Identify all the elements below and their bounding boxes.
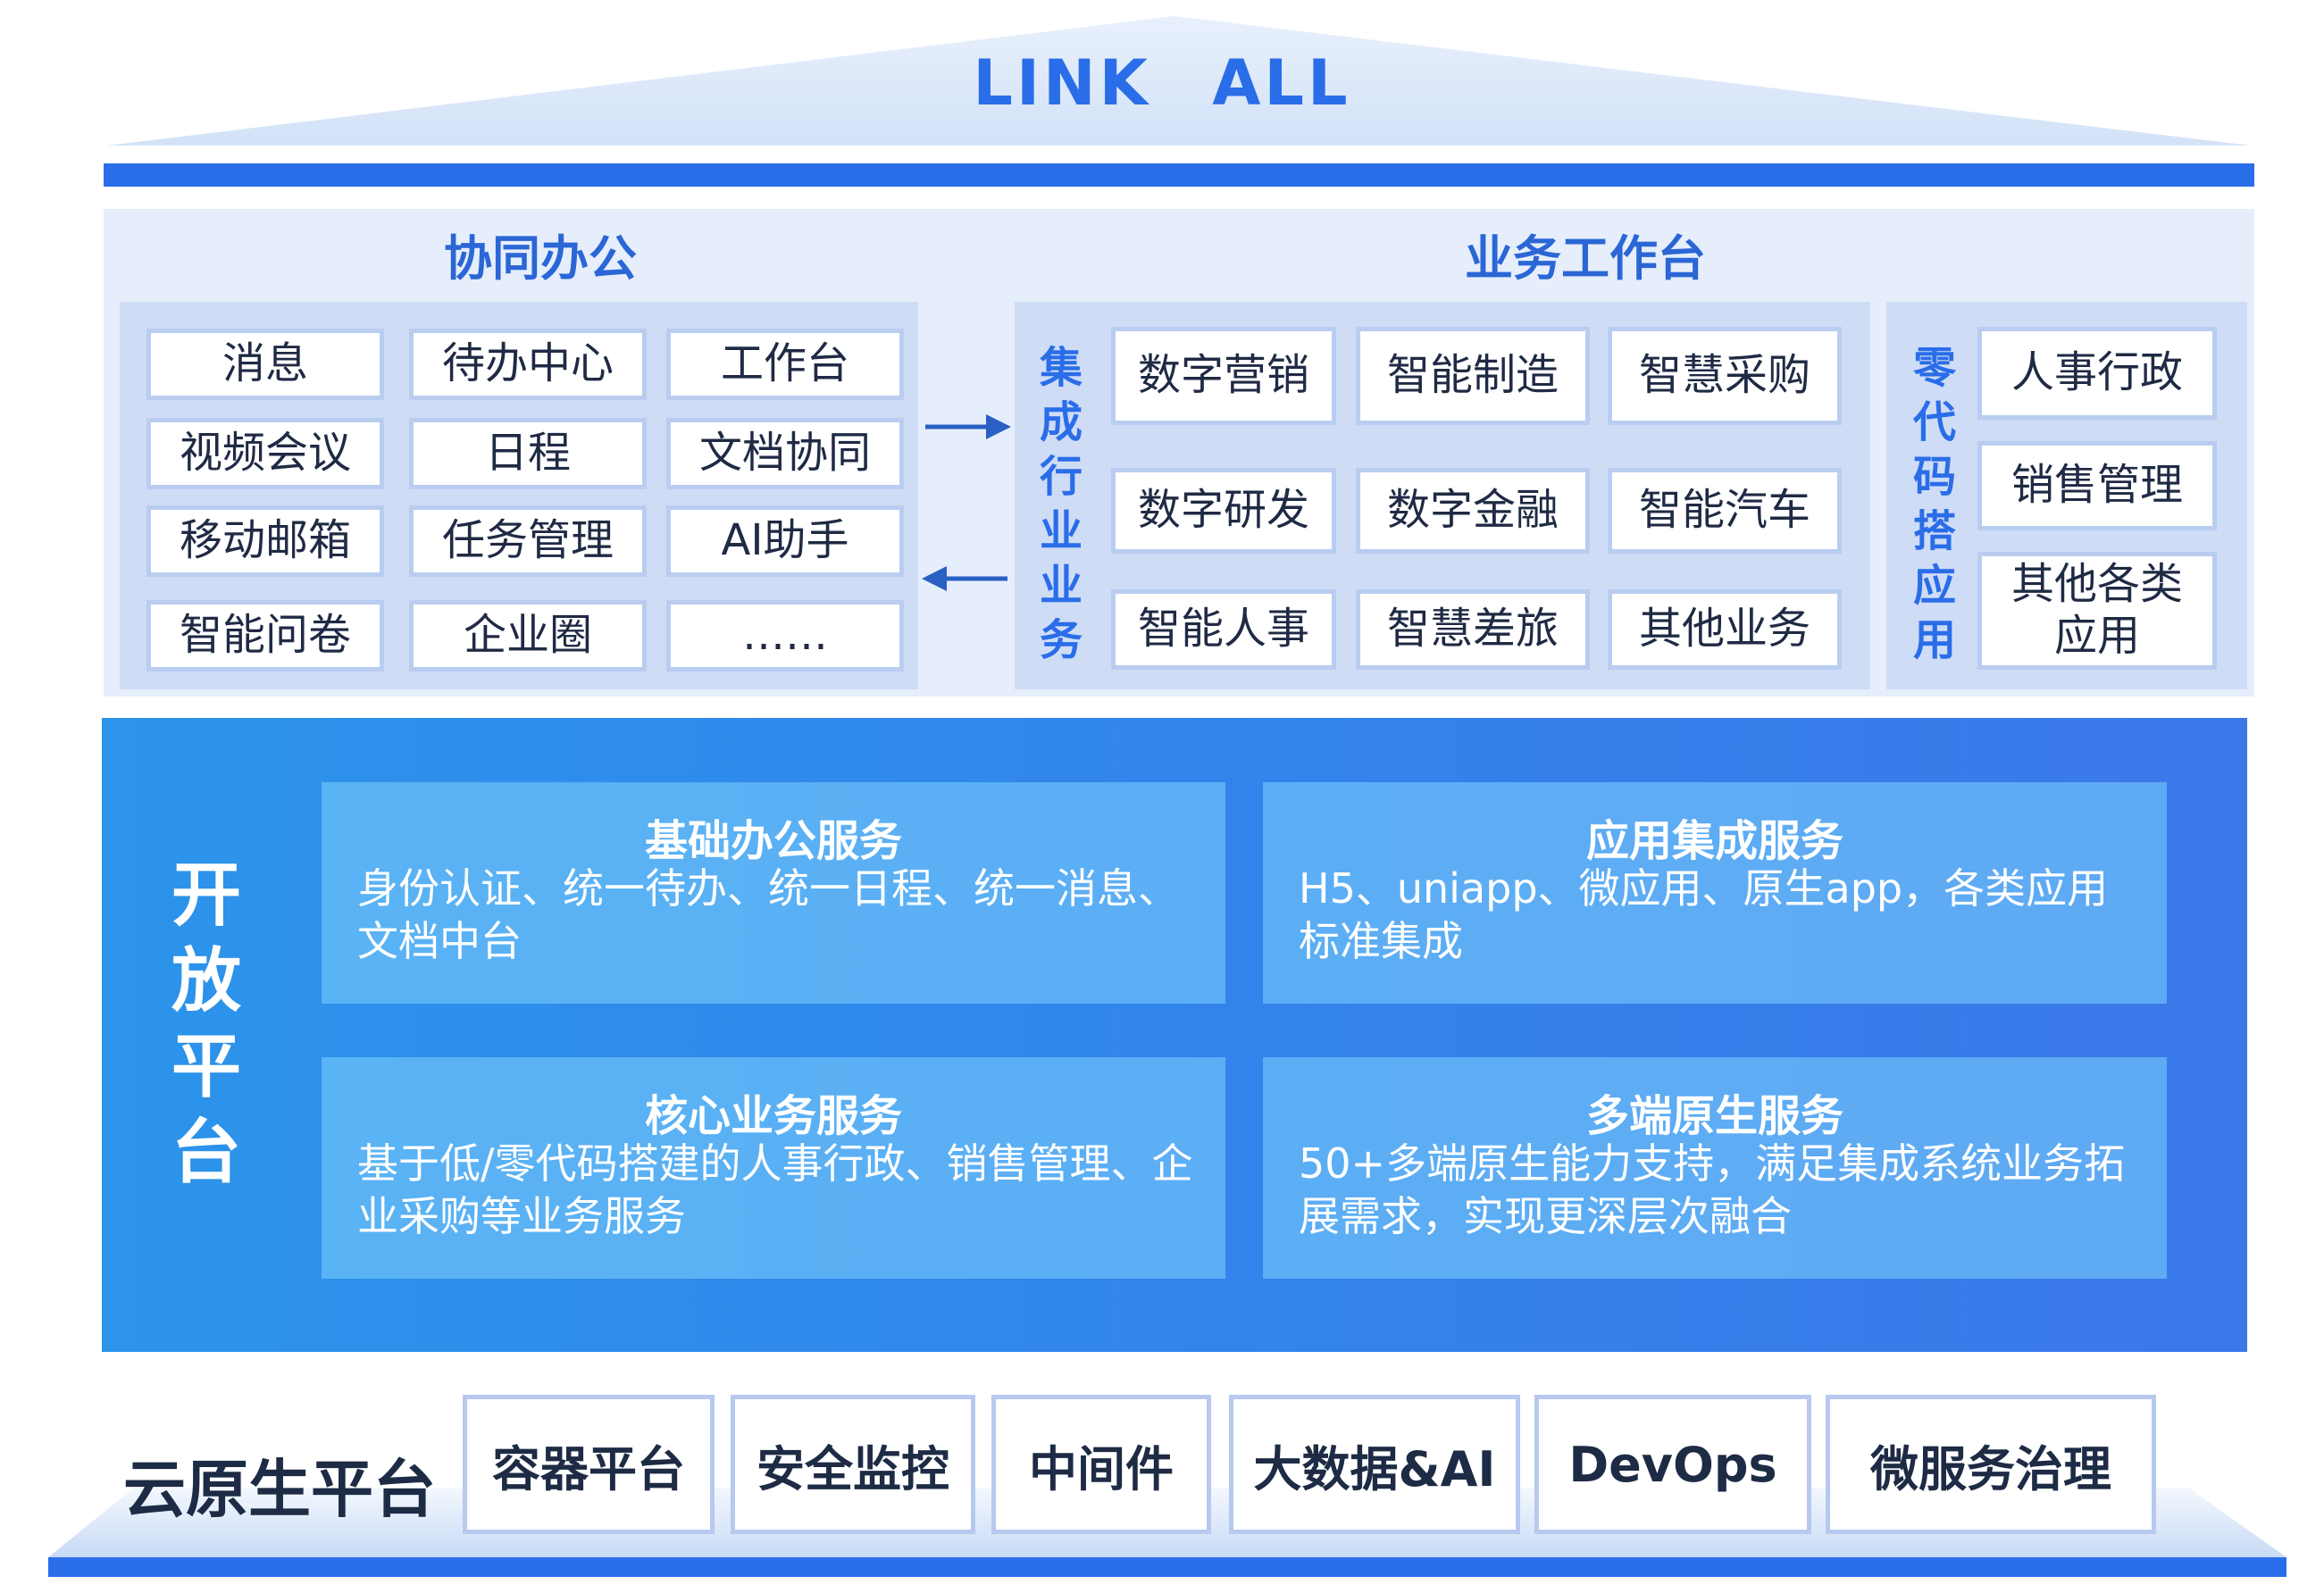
lowcode-item[interactable]: 其他各类应用 bbox=[1977, 552, 2217, 670]
business-item[interactable]: 数字金融 bbox=[1356, 468, 1590, 554]
collab-item[interactable]: 任务管理 bbox=[409, 505, 647, 577]
collab-item[interactable]: 企业圈 bbox=[409, 600, 647, 671]
service-title: 核心业务服务 bbox=[644, 1091, 902, 1141]
integrated-label: 集成行业业务 bbox=[1039, 343, 1083, 665]
business-item[interactable]: 其他业务 bbox=[1608, 589, 1842, 670]
cloud-native-item[interactable]: 大数据&AI bbox=[1229, 1395, 1520, 1534]
lowcode-item[interactable]: 人事行政 bbox=[1977, 327, 2217, 420]
cloud-native-item[interactable]: 微服务治理 bbox=[1826, 1395, 2156, 1534]
service-card[interactable]: 基础办公服务 身份认证、统一待办、统一日程、统一消息、文档中台 bbox=[322, 782, 1225, 1004]
business-item[interactable]: 智能汽车 bbox=[1608, 468, 1842, 554]
service-desc: 基于低/零代码搭建的人事行政、销售管理、企业采购等业务服务 bbox=[357, 1139, 1193, 1240]
collab-item[interactable]: 智能问卷 bbox=[146, 600, 384, 671]
collab-item[interactable]: 移动邮箱 bbox=[146, 505, 384, 577]
roof-beam bbox=[104, 163, 2254, 187]
cloud-native-item[interactable]: 中间件 bbox=[991, 1395, 1211, 1534]
collab-item[interactable]: AI助手 bbox=[666, 505, 904, 577]
roof-shape bbox=[107, 16, 2251, 146]
cloud-native-item[interactable]: 容器平台 bbox=[463, 1395, 715, 1534]
service-title: 多端原生服务 bbox=[1585, 1091, 1843, 1141]
lowcode-label: 零代码搭应用 bbox=[1912, 343, 1956, 665]
collab-panel: 消息 待办中心 工作台 视频会议 日程 文档协同 移动邮箱 任务管理 AI助手 … bbox=[120, 302, 918, 689]
cloud-native-label: 云原生平台 bbox=[123, 1453, 436, 1526]
business-item[interactable]: 数字研发 bbox=[1111, 468, 1336, 554]
integrated-panel: 集成行业业务 数字营销 智能制造 智慧采购 数字研发 数字金融 智能汽车 智能人… bbox=[1015, 302, 1870, 689]
service-title: 基础办公服务 bbox=[644, 816, 902, 866]
business-item[interactable]: 智能制造 bbox=[1356, 327, 1590, 425]
service-card[interactable]: 应用集成服务 H5、uniapp、微应用、原生app，各类应用标准集成 bbox=[1263, 782, 2167, 1004]
collab-item[interactable]: …… bbox=[666, 600, 904, 671]
page-title: LINK ALL bbox=[973, 46, 1351, 120]
service-desc: 身份认证、统一待办、统一日程、统一消息、文档中台 bbox=[357, 864, 1179, 965]
business-item[interactable]: 数字营销 bbox=[1111, 327, 1336, 425]
collab-title: 协同办公 bbox=[444, 230, 637, 287]
business-item[interactable]: 智能人事 bbox=[1111, 589, 1336, 670]
cloud-native-item[interactable]: 安全监控 bbox=[731, 1395, 975, 1534]
base-beam bbox=[48, 1557, 2286, 1577]
lowcode-panel: 零代码搭应用 人事行政 销售管理 其他各类应用 bbox=[1886, 302, 2247, 689]
service-desc: H5、uniapp、微应用、原生app，各类应用标准集成 bbox=[1299, 864, 2109, 965]
service-card[interactable]: 多端原生服务 50+多端原生能力支持，满足集成系统业务拓展需求，实现更深层次融合 bbox=[1263, 1057, 2167, 1279]
service-desc: 50+多端原生能力支持，满足集成系统业务拓展需求，实现更深层次融合 bbox=[1299, 1139, 2126, 1240]
arrow-right-icon bbox=[925, 414, 1011, 439]
exchange-arrows bbox=[922, 414, 1011, 591]
business-item[interactable]: 智慧差旅 bbox=[1356, 589, 1590, 670]
collab-item[interactable]: 待办中心 bbox=[409, 329, 647, 400]
arrow-left-icon bbox=[922, 566, 1007, 591]
collab-item[interactable]: 视频会议 bbox=[146, 418, 384, 489]
collab-item[interactable]: 工作台 bbox=[666, 329, 904, 400]
roof bbox=[104, 16, 2254, 187]
business-item[interactable]: 智慧采购 bbox=[1608, 327, 1842, 425]
open-platform-label: 开放平台 bbox=[171, 855, 241, 1193]
workbench-title: 业务工作台 bbox=[1465, 230, 1706, 287]
collab-item[interactable]: 文档协同 bbox=[666, 418, 904, 489]
cloud-native-item[interactable]: DevOps bbox=[1534, 1395, 1811, 1534]
service-card[interactable]: 核心业务服务 基于低/零代码搭建的人事行政、销售管理、企业采购等业务服务 bbox=[322, 1057, 1225, 1279]
service-title: 应用集成服务 bbox=[1585, 816, 1843, 866]
collab-item[interactable]: 消息 bbox=[146, 329, 384, 400]
lowcode-item[interactable]: 销售管理 bbox=[1977, 441, 2217, 530]
collab-item[interactable]: 日程 bbox=[409, 418, 647, 489]
